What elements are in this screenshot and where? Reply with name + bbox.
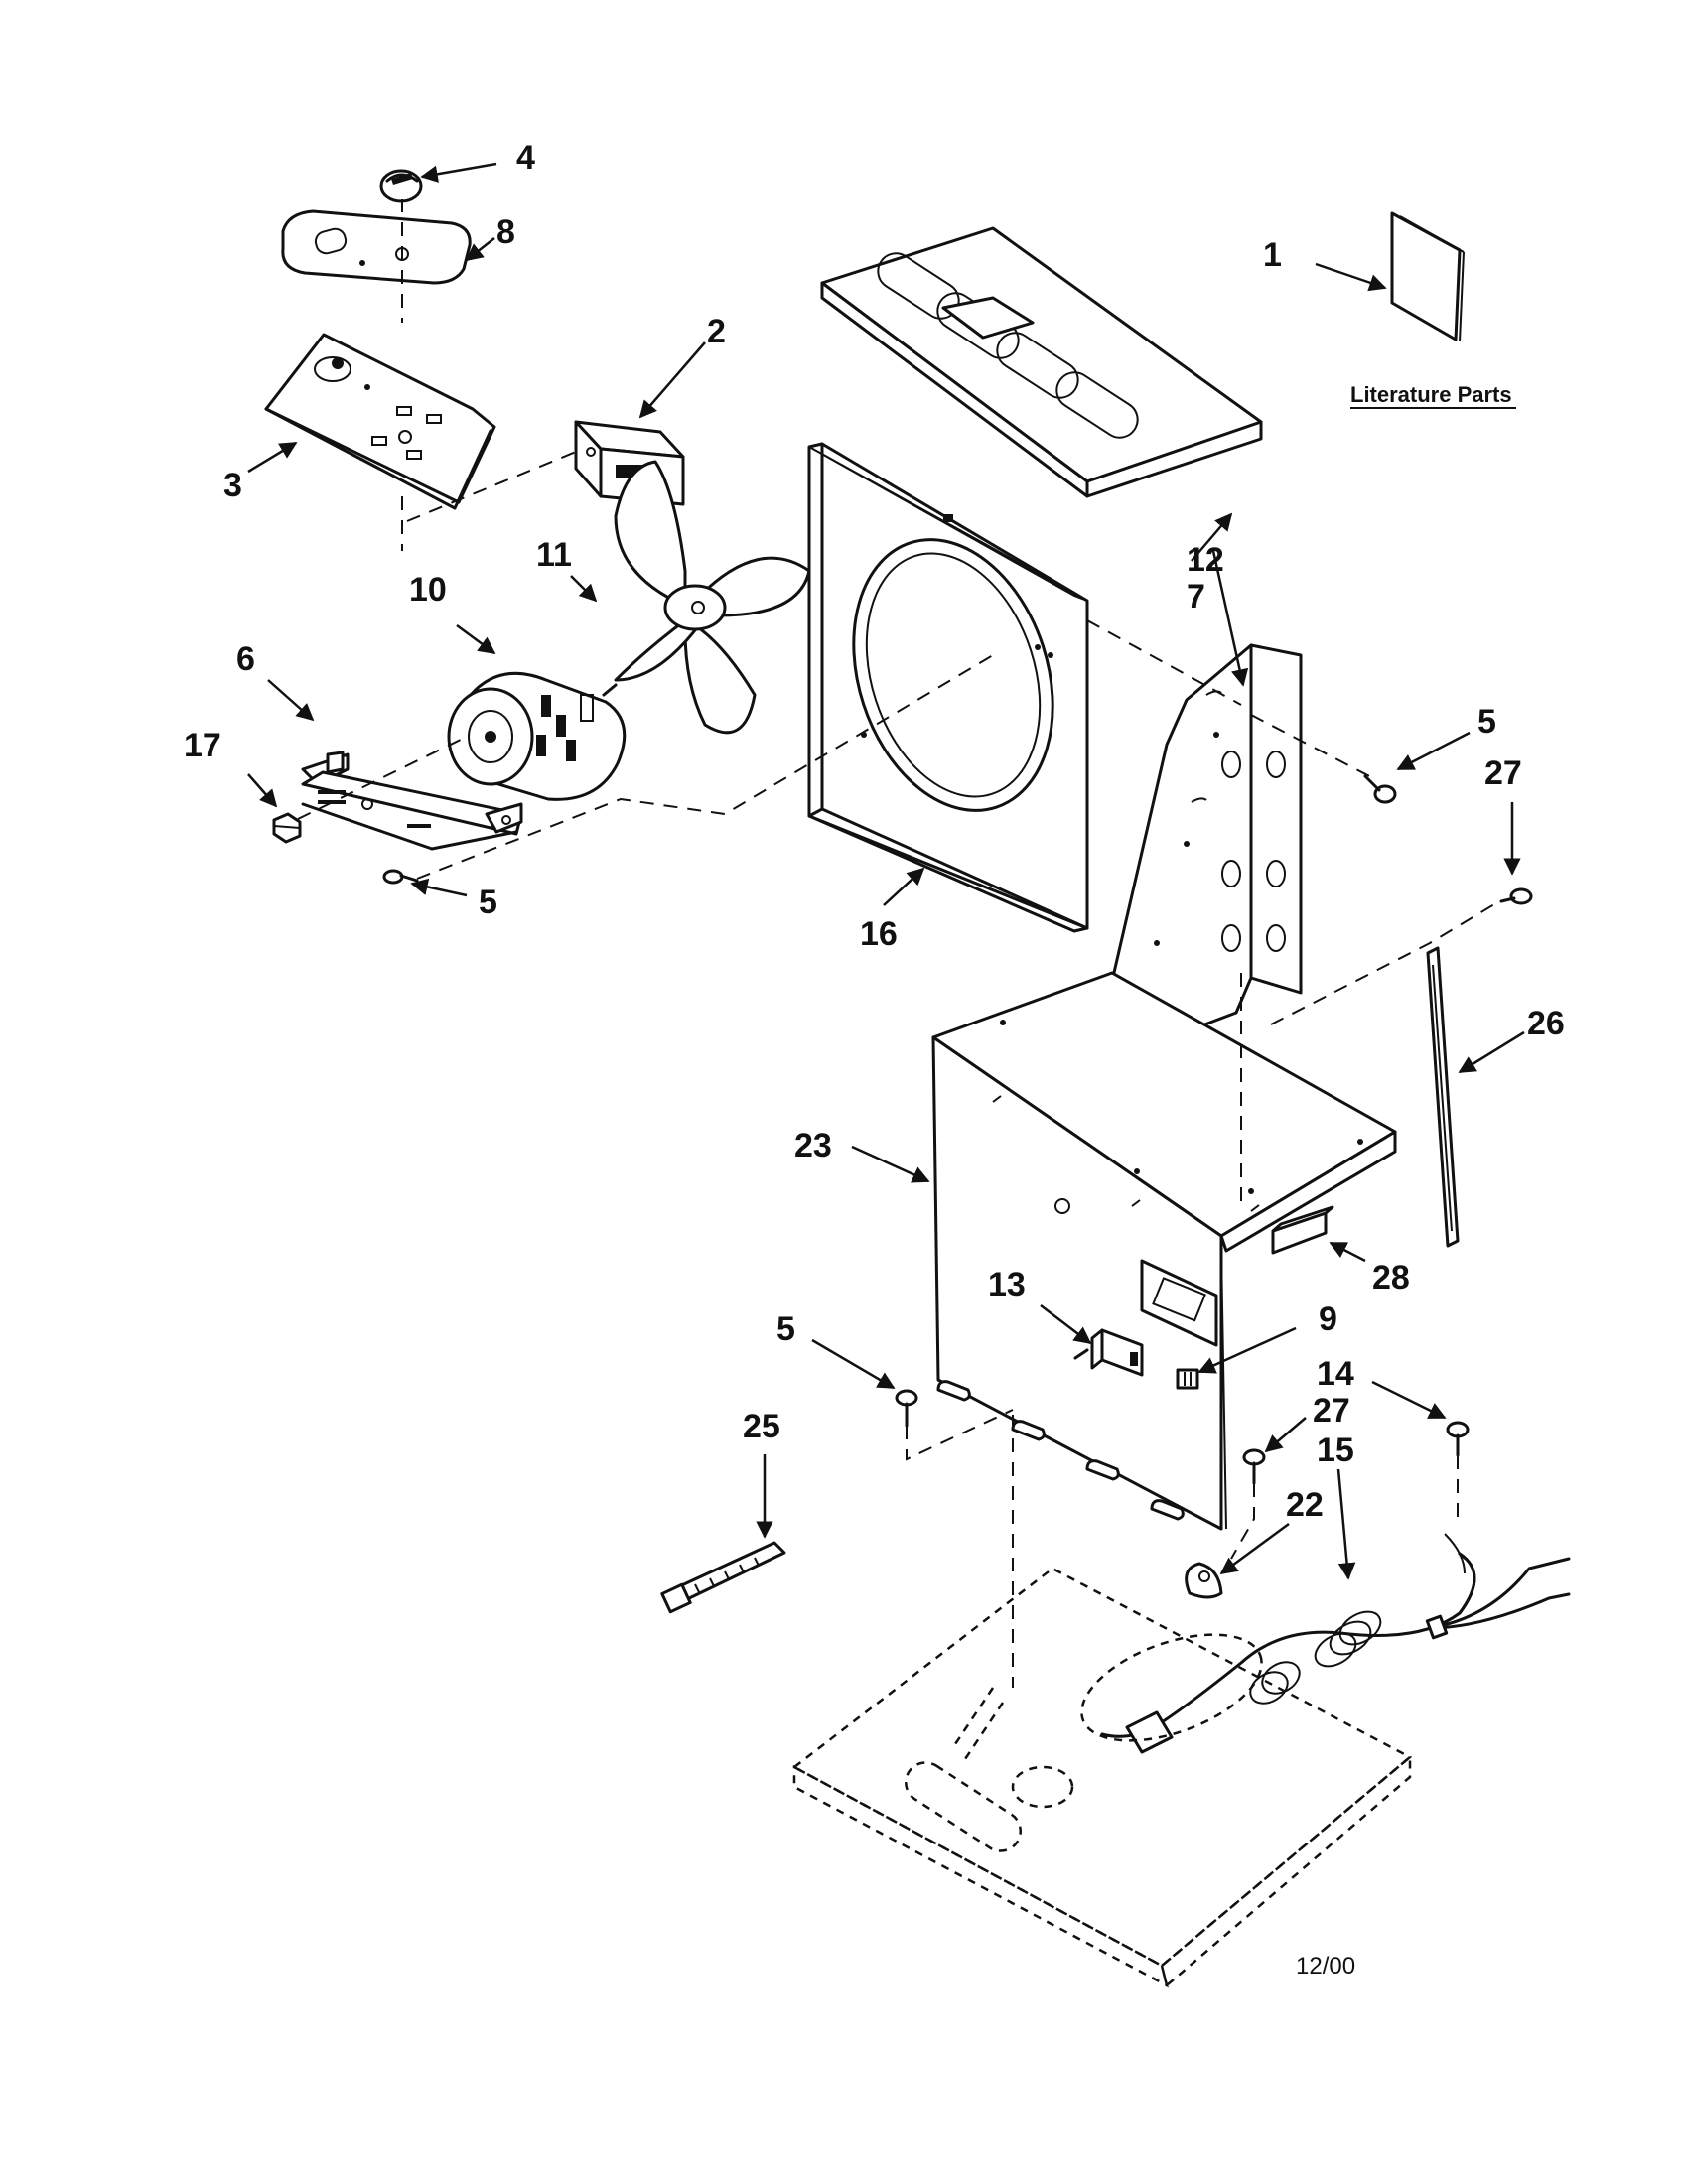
base-outline-dashed [791, 1567, 1413, 1988]
wire-clip [1176, 1368, 1199, 1390]
callout-7: 7 [1187, 578, 1205, 615]
callout-27-lower: 27 [1313, 1392, 1350, 1430]
motor-mount-bracket [301, 751, 523, 851]
screw-lower [895, 1389, 918, 1428]
callout-6: 6 [236, 640, 255, 678]
callout-11: 11 [536, 536, 572, 574]
callout-22: 22 [1286, 1486, 1324, 1524]
fan-motor [447, 671, 627, 801]
callout-17: 17 [184, 727, 221, 764]
cord-clamp [1185, 1562, 1223, 1599]
fan-shroud-panel [807, 442, 1089, 933]
callout-1: 1 [1263, 236, 1282, 274]
callout-12: 12 [1187, 541, 1224, 579]
assembly-lines [297, 199, 1500, 1688]
callout-5-lower: 5 [776, 1310, 795, 1348]
callout-5-left: 5 [479, 884, 497, 921]
hex-nut [272, 812, 302, 844]
control-knob [379, 169, 423, 203]
revision-date: 12/00 [1296, 1953, 1355, 1979]
callout-23: 23 [794, 1127, 832, 1164]
callout-25: 25 [743, 1408, 780, 1445]
callout-5-right: 5 [1477, 703, 1496, 741]
callout-15: 15 [1317, 1432, 1354, 1469]
literature-parts-label: Literature Parts [1350, 382, 1512, 407]
callout-10: 10 [409, 571, 447, 609]
screw-27-lower [1242, 1448, 1266, 1485]
screw-left [382, 869, 419, 885]
callout-26: 26 [1527, 1005, 1565, 1042]
callout-14: 14 [1317, 1355, 1354, 1393]
callout-4: 4 [516, 139, 535, 177]
callout-2: 2 [707, 313, 726, 350]
callout-8: 8 [496, 213, 515, 251]
control-panel-overlay [281, 209, 472, 285]
callout-16: 16 [860, 915, 898, 953]
callout-13: 13 [988, 1266, 1026, 1303]
callout-28: 28 [1372, 1259, 1410, 1297]
partition-panel [1090, 643, 1303, 1069]
screw-right [1363, 774, 1397, 804]
ground-screw-14 [1446, 1421, 1470, 1457]
cable-tie [660, 1541, 786, 1614]
callout-27-upper: 27 [1484, 754, 1522, 792]
leader-arrows [247, 162, 1525, 1580]
support-rod [1426, 946, 1460, 1248]
terminal-bracket [1271, 1205, 1334, 1255]
main-cabinet [931, 971, 1397, 1531]
callout-3: 3 [223, 467, 242, 504]
thermostat-switch [1073, 1328, 1144, 1377]
callout-labels: 1 4 8 2 3 11 10 6 17 5 12 7 16 5 27 26 2… [184, 139, 1565, 1524]
literature-booklet [1390, 211, 1465, 342]
callout-9: 9 [1319, 1300, 1337, 1338]
base-pan-top [820, 226, 1263, 498]
fan-blade [614, 460, 811, 735]
screw-27-upper [1499, 887, 1533, 905]
control-housing [264, 333, 496, 510]
power-cord [1100, 1533, 1571, 1754]
